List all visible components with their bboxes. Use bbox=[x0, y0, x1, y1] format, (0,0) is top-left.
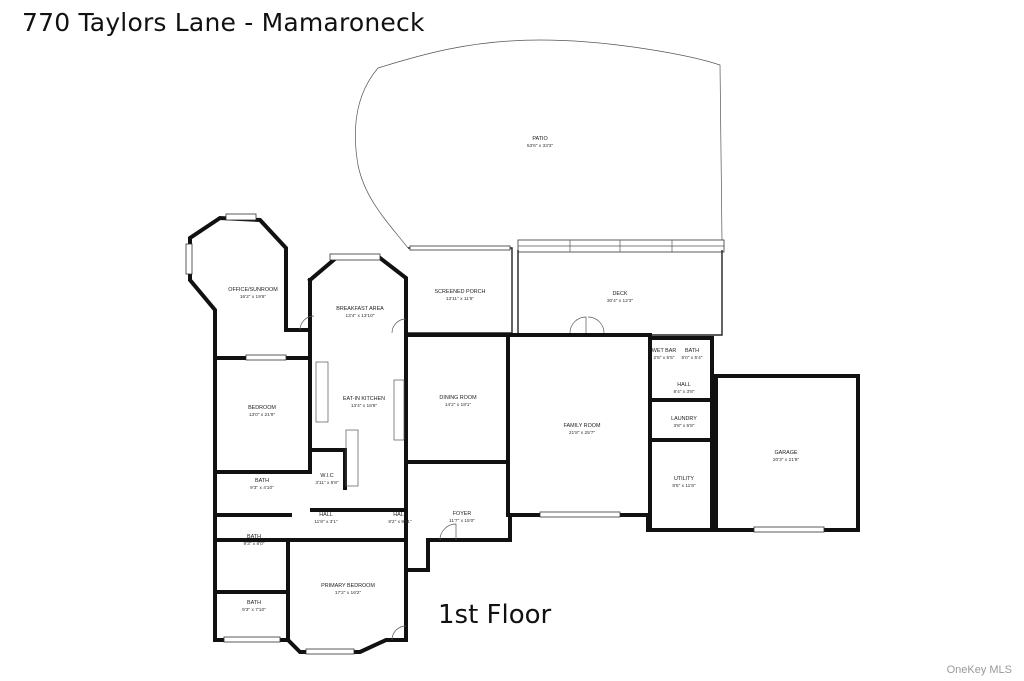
room-dims: 9'3" x 4'10" bbox=[250, 485, 274, 491]
kitchen-counters bbox=[315, 361, 405, 487]
plan-title: 770 Taylors Lane - Mamaroneck bbox=[22, 8, 425, 37]
room-name: BATH bbox=[255, 478, 269, 484]
room-dims: 9'3" x 7'10" bbox=[242, 607, 266, 613]
room-name: HALL bbox=[677, 382, 691, 388]
windows bbox=[185, 213, 825, 655]
room-name: WET BAR bbox=[652, 348, 677, 354]
room-dims: 30'4" x 12'3" bbox=[607, 298, 634, 304]
room-name: BATH bbox=[247, 600, 261, 606]
interior-walls bbox=[213, 333, 510, 642]
room-dims: 17'2" x 16'2" bbox=[335, 590, 362, 596]
room-name: HALL bbox=[393, 512, 407, 518]
room-name: PRIMARY BEDROOM bbox=[321, 583, 375, 589]
room-dims: 8'5" x 11'8" bbox=[672, 483, 696, 489]
room-name: BREAKFAST AREA bbox=[336, 306, 384, 312]
room-dims: 14'2" x 18'1" bbox=[445, 402, 472, 408]
watermark: OneKey MLS bbox=[946, 664, 1012, 676]
room-dims: 9'3" x 8'0" bbox=[244, 541, 265, 547]
room-dims: 8'2" x 9'11" bbox=[388, 519, 412, 525]
door-swings bbox=[299, 315, 605, 641]
room-name: PATIO bbox=[532, 136, 547, 142]
room-name: EAT-IN KITCHEN bbox=[343, 396, 385, 402]
room-dims: 8'4" x 3'8" bbox=[674, 389, 695, 395]
room-dims: 53'6" x 33'3" bbox=[527, 143, 554, 149]
room-name: DINING ROOM bbox=[439, 395, 477, 401]
room-dims: 21'8" x 25'7" bbox=[569, 430, 596, 436]
room-dims: 13'11" x 11'6" bbox=[446, 296, 475, 302]
room-name: OFFICE/SUNROOM bbox=[228, 287, 278, 293]
utility-wing-walls bbox=[650, 336, 714, 442]
main-walls bbox=[404, 333, 718, 572]
room-name: FAMILY ROOM bbox=[564, 423, 601, 429]
room-name: BEDROOM bbox=[248, 405, 276, 411]
room-labels: PATIO 53'6" x 33'3" DECK 30'4" x 12'3" S… bbox=[228, 136, 799, 613]
room-dims: 16'2" x 19'6" bbox=[240, 294, 267, 300]
garage-walls bbox=[714, 374, 860, 532]
deck bbox=[517, 239, 725, 336]
room-dims: 13'4" x 16'8" bbox=[351, 403, 378, 409]
room-name: FOYER bbox=[453, 511, 472, 517]
floor-label: 1st Floor bbox=[438, 600, 552, 630]
room-name: BATH bbox=[247, 534, 261, 540]
room-dims: 11'7" x 15'0" bbox=[449, 518, 475, 524]
room-name: UTILITY bbox=[674, 476, 694, 482]
room-name: DECK bbox=[613, 291, 628, 297]
patio-outline bbox=[354, 39, 723, 249]
room-dims: 3'11" x 6'8" bbox=[315, 480, 339, 486]
room-dims: 3'8" x 5'8" bbox=[674, 423, 695, 429]
room-dims: 13'4" x 13'10" bbox=[346, 313, 375, 319]
room-name: SCREENED PORCH bbox=[435, 289, 486, 295]
room-name: GARAGE bbox=[774, 450, 797, 456]
room-dims: 2'5" x 5'5" bbox=[654, 355, 675, 361]
room-name: BATH bbox=[685, 348, 699, 354]
room-name: W.I.C bbox=[320, 473, 333, 479]
room-name: LAUNDRY bbox=[671, 416, 697, 422]
room-dims: 11'8" x 3'1" bbox=[314, 519, 338, 525]
room-dims: 13'0" x 21'9" bbox=[249, 412, 276, 418]
room-dims: 5'0" x 5'4" bbox=[682, 355, 703, 361]
room-dims: 20'3" x 21'8" bbox=[773, 457, 800, 463]
room-name: HALL bbox=[319, 512, 333, 518]
